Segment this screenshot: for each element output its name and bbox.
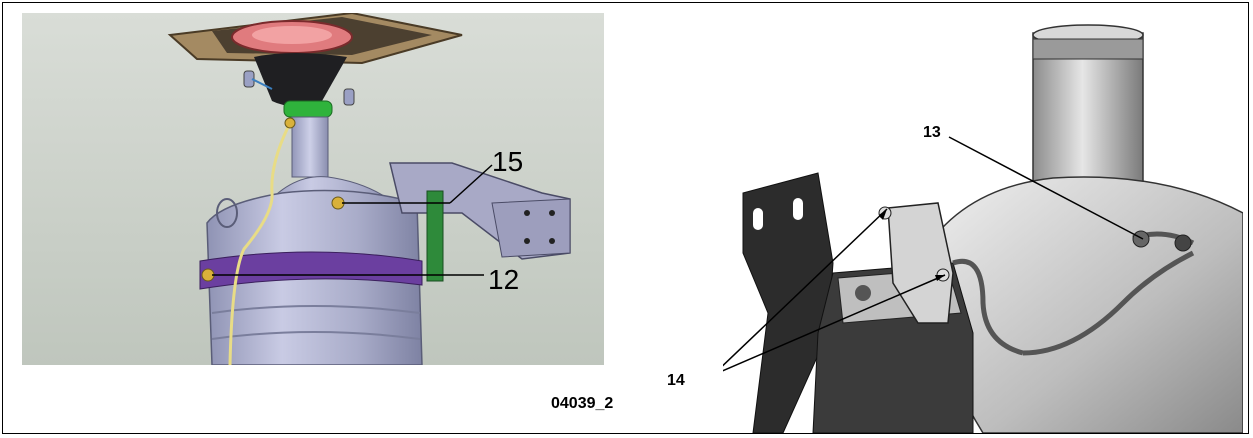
callout-label-15: 15 <box>492 146 523 177</box>
callout-line-13 <box>948 136 1144 240</box>
callout-label-13: 13 <box>923 124 941 141</box>
right-illustration: 13 <box>723 13 1243 433</box>
figure-caption: 04039_2 <box>551 395 614 412</box>
callout-line-14a <box>723 208 888 367</box>
callout-label-12: 12 <box>488 264 519 295</box>
callout-14-label-area: 14 <box>667 372 685 389</box>
callout-label-14: 14 <box>667 372 685 389</box>
left-illustration-drawing: 15 12 <box>22 13 604 365</box>
left-illustration: 15 12 <box>22 13 604 365</box>
right-illustration-drawing: 13 <box>723 24 1243 433</box>
callout-line-14b <box>723 274 946 372</box>
